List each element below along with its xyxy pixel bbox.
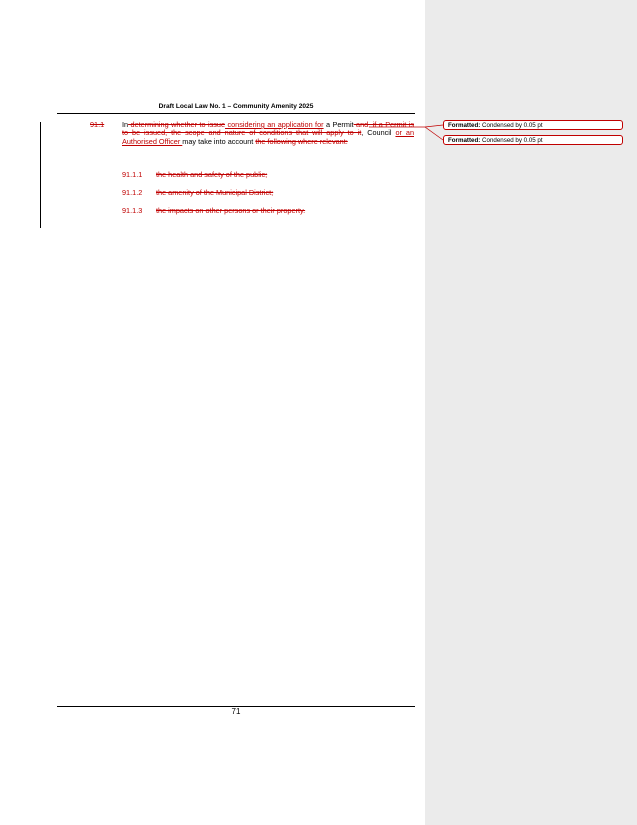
- subclause-text: the health and safety of the public;: [156, 170, 268, 179]
- header-rule: [57, 113, 415, 114]
- comment-label: Formatted:: [448, 137, 481, 144]
- clause-text-7: , Council: [361, 128, 396, 138]
- document-header-title: Draft Local Law No. 1 – Community Amenit…: [158, 103, 314, 110]
- change-bar: [40, 122, 41, 228]
- subclause-91-1-1: 91.1.1 the health and safety of the publi…: [122, 170, 416, 179]
- clause-body: In determining whether to issue consider…: [122, 120, 414, 146]
- clause-text-5: Permit: [330, 120, 354, 129]
- subclause-91-1-2: 91.1.2 the amenity of the Municipal Distr…: [122, 188, 416, 197]
- footer-rule: [57, 706, 415, 707]
- clause-number: 91.1: [90, 120, 105, 129]
- subclause-number: 91.1.3: [122, 206, 143, 215]
- deleted-text: and, if a Permit is to be issued, the sc…: [122, 120, 414, 138]
- comment-label: Formatted:: [448, 122, 481, 129]
- page-number: 71: [231, 707, 241, 716]
- clause-text-0: In: [122, 120, 129, 129]
- comment-text: Condensed by 0.05 pt: [482, 137, 543, 144]
- deleted-text: the following where relevant:: [255, 136, 348, 146]
- comment-balloon[interactable]: Formatted: Condensed by 0.05 pt: [443, 135, 623, 145]
- inserted-text: considering an application for: [225, 120, 324, 129]
- deleted-text: determining whether to issue: [128, 120, 226, 129]
- subclause-text: the impacts on other persons or their pr…: [156, 206, 306, 215]
- comment-balloon[interactable]: Formatted: Condensed by 0.05 pt: [443, 120, 623, 130]
- comment-text: Condensed by 0.05 pt: [482, 122, 543, 129]
- subclause-text: the amenity of the Municipal District;: [156, 188, 274, 197]
- clause-text-9: may take into account: [182, 136, 256, 146]
- inserted-text: or an Authorised Officer: [122, 128, 414, 146]
- subclause-number: 91.1.1: [122, 170, 143, 179]
- clause-text-4: a: [326, 120, 331, 129]
- subclause-number: 91.1.2: [122, 188, 143, 197]
- subclause-91-1-3: 91.1.3 the impacts on other persons or th…: [122, 206, 416, 215]
